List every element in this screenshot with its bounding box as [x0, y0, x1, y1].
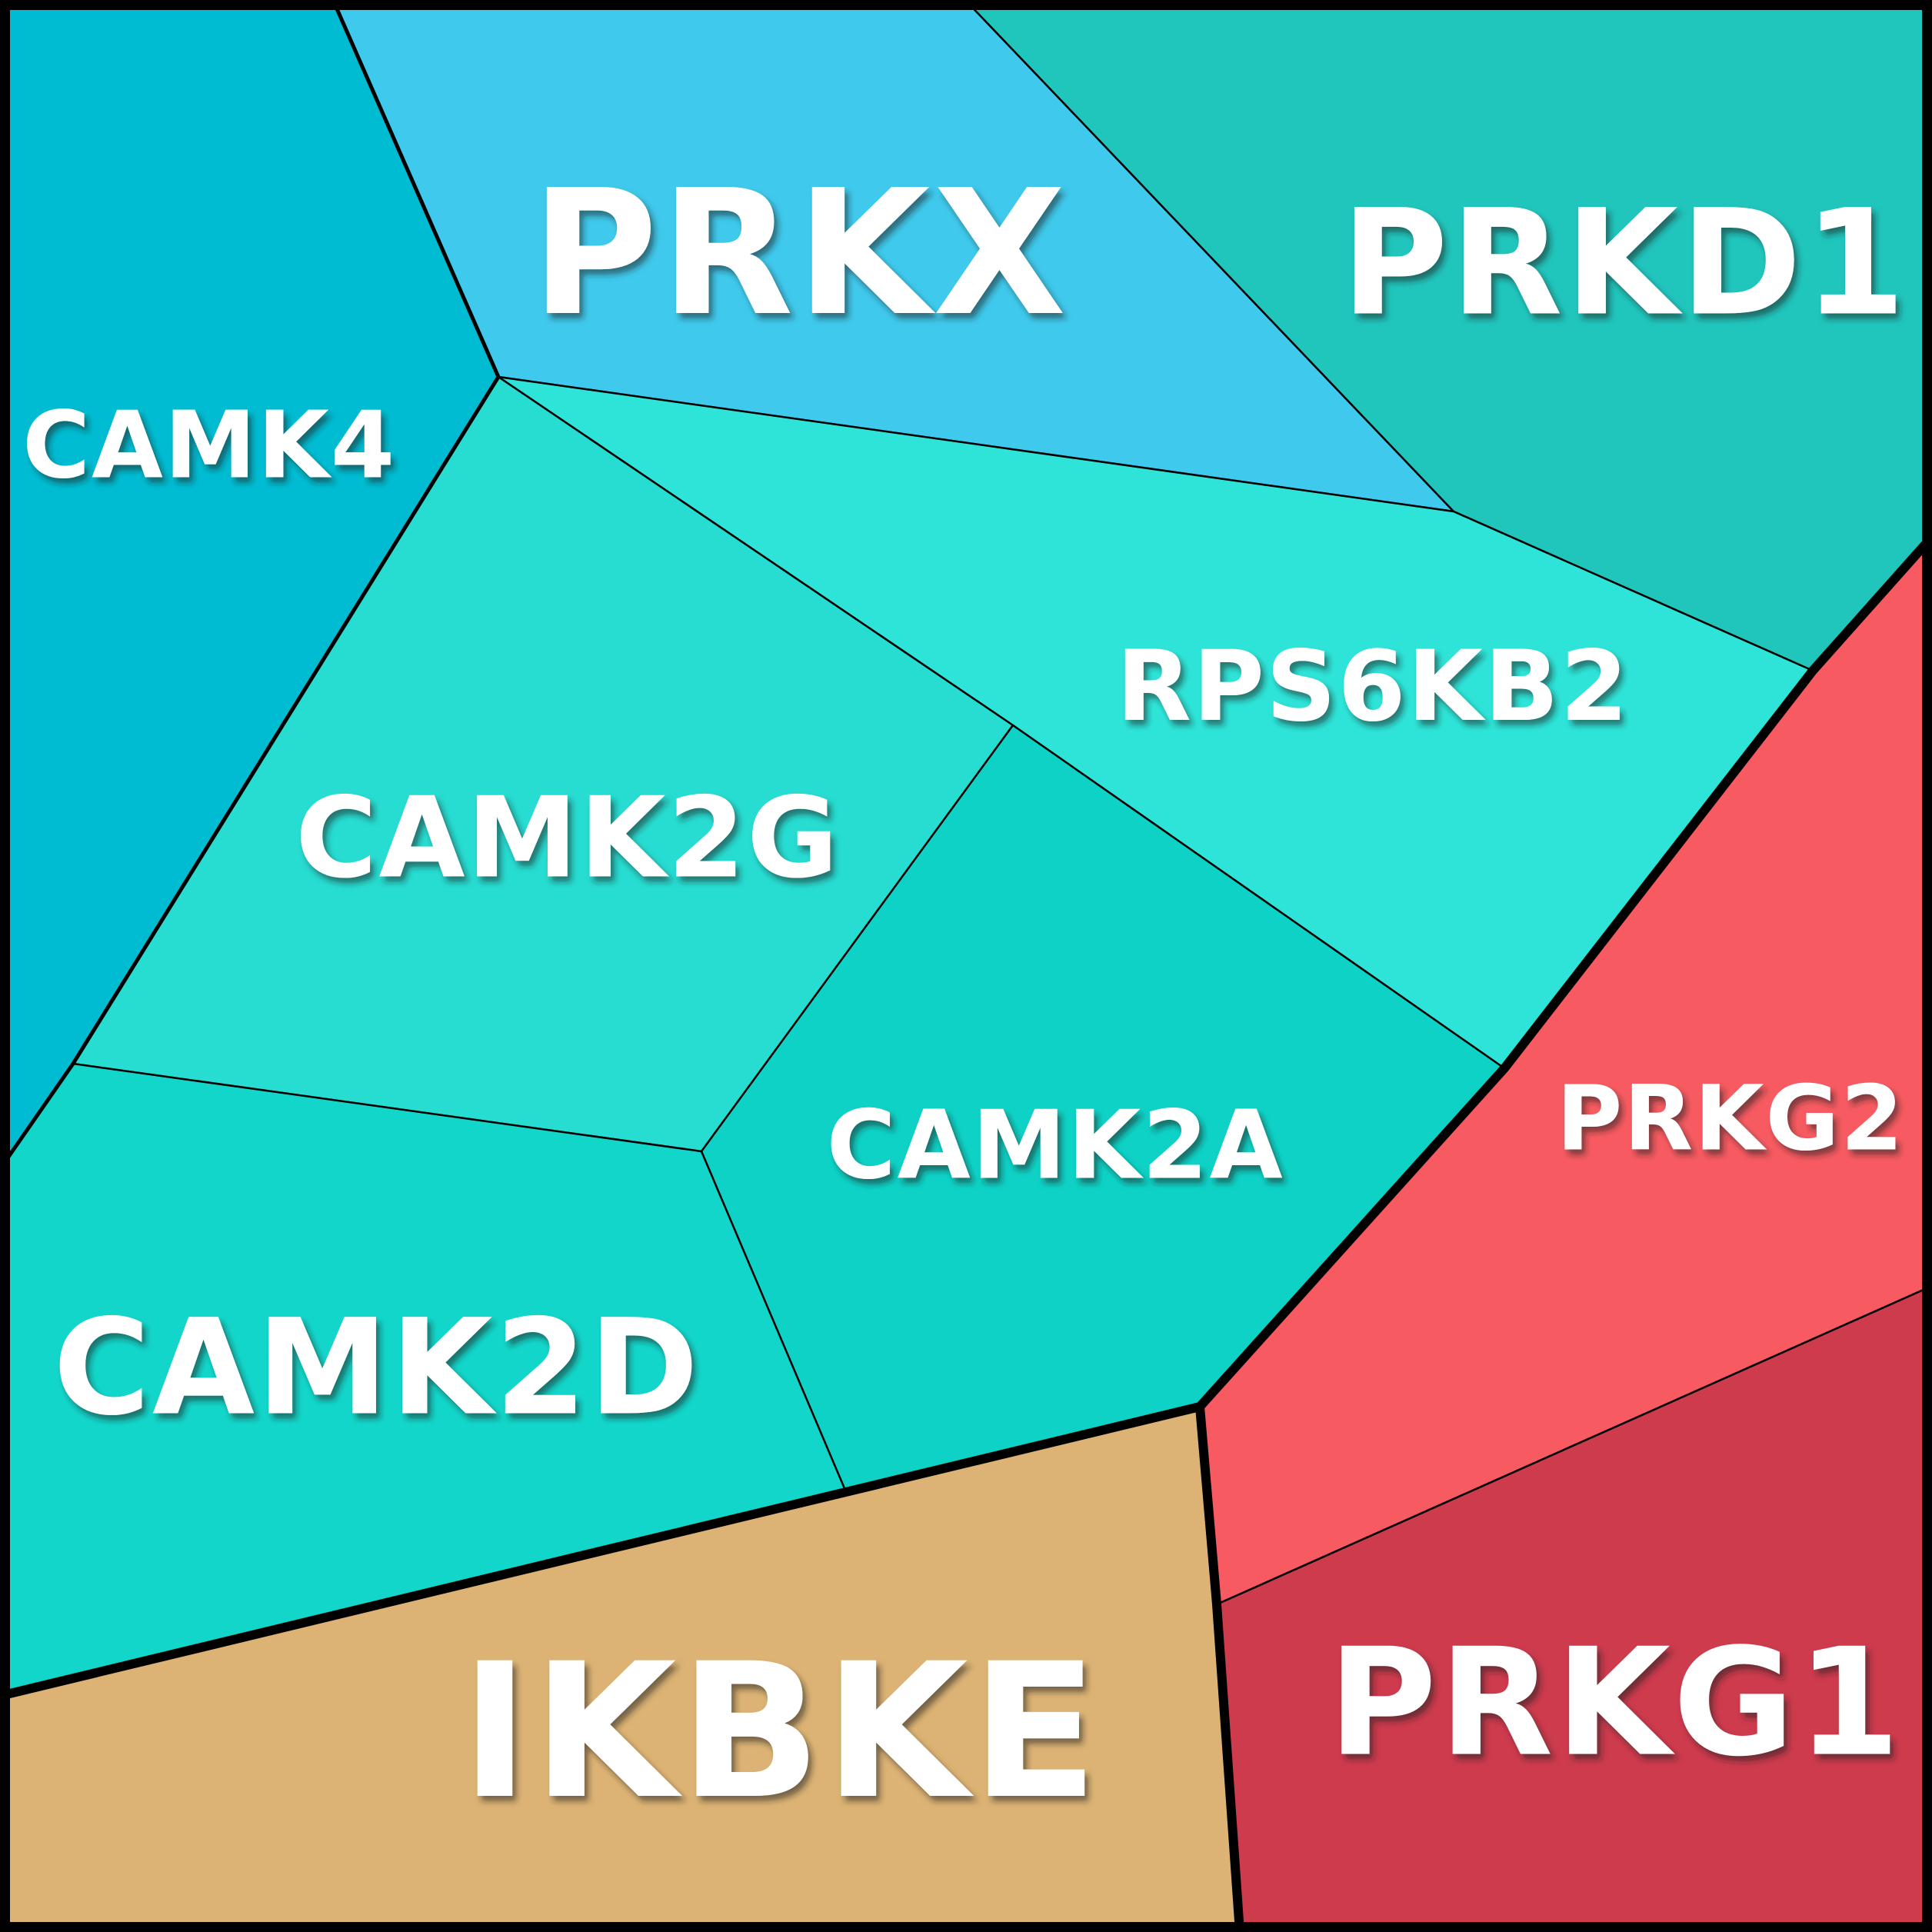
region-label-rps6kb2: RPS6KB2 — [1116, 629, 1630, 743]
ikbke-cluster-border — [0, 1402, 1201, 1700]
region-label-camk2a: CAMK2A — [826, 1091, 1284, 1201]
region-label-ikbke: IKBKE — [460, 1624, 1101, 1840]
region-label-prkg2: PRKG2 — [1557, 1066, 1905, 1171]
red-cluster-border — [1194, 534, 1932, 1932]
region-label-prkg1: PRKG1 — [1328, 1617, 1903, 1790]
region-label-camk4: CAMK4 — [22, 393, 396, 500]
region-label-camk2g: CAMK2G — [295, 774, 840, 904]
region-label-prkx: PRKX — [531, 153, 1069, 355]
region-label-prkd1: PRKD1 — [1341, 178, 1908, 348]
camk4-cell-border — [0, 0, 501, 1171]
region-prkg1[interactable] — [1215, 1284, 1932, 1932]
region-label-camk2d: CAMK2D — [53, 1291, 701, 1445]
